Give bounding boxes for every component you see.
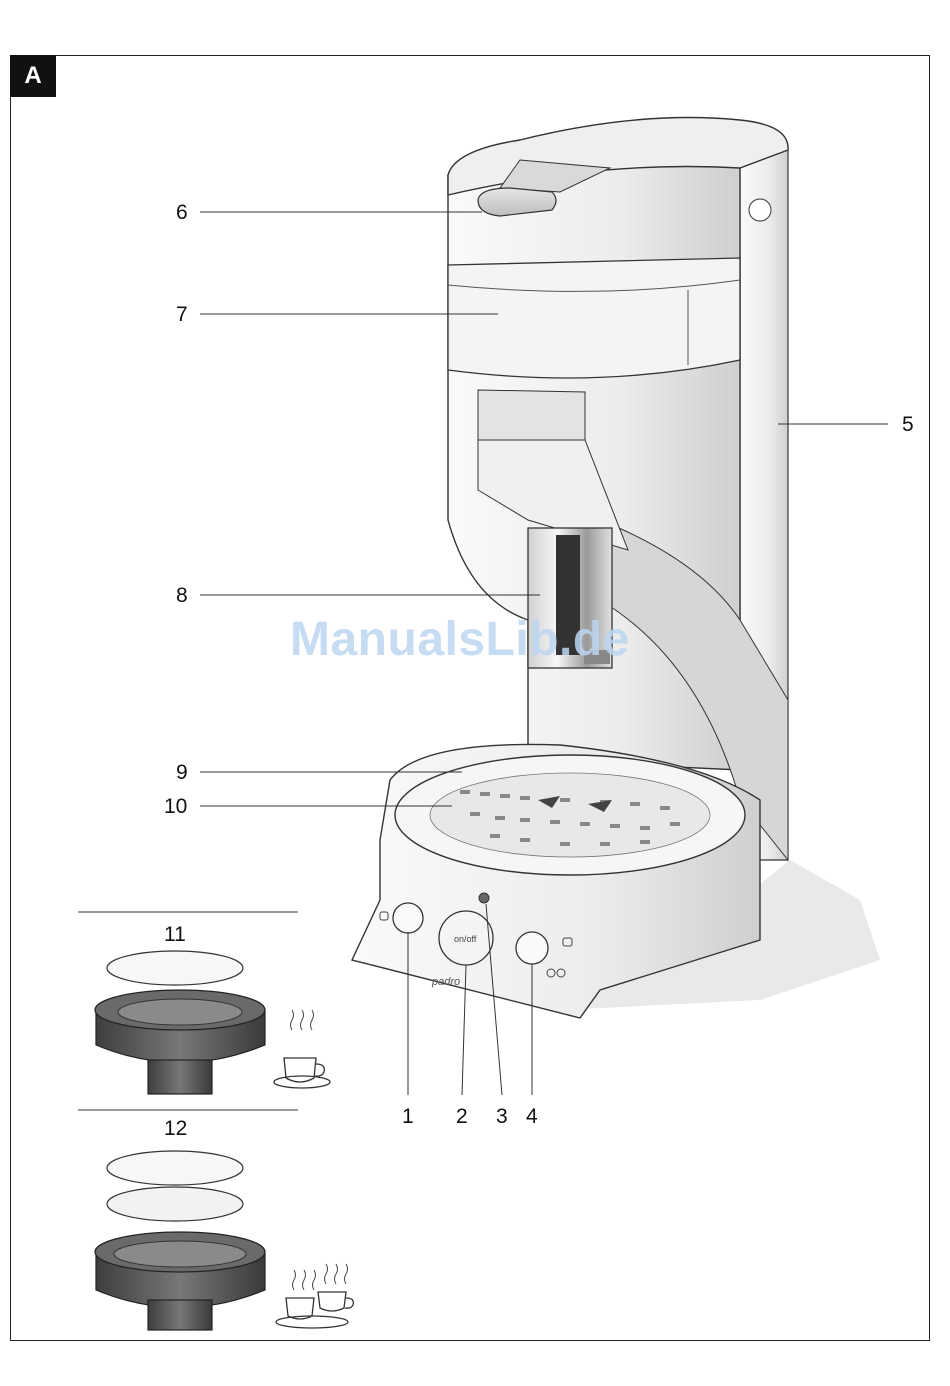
callout-7: 7 — [176, 304, 188, 325]
button-two-cups — [516, 932, 548, 964]
cup-icon — [274, 1058, 330, 1088]
brand-label: padro — [431, 976, 460, 988]
drip-grid — [430, 773, 710, 857]
steam-icon — [291, 1010, 314, 1030]
tank-knob-icon — [749, 199, 771, 221]
watermark: ManualsLib.de — [290, 612, 630, 667]
on-off-label: on/off — [454, 934, 477, 944]
callout-6: 6 — [176, 202, 188, 223]
callout-1: 1 — [402, 1106, 414, 1127]
brew-chamber — [448, 258, 740, 378]
callout-5: 5 — [902, 414, 914, 435]
two-cups-icon — [276, 1292, 353, 1328]
button-one-cup — [393, 903, 423, 933]
indicator-lamp — [479, 893, 489, 903]
steam-icon — [293, 1264, 348, 1290]
callout-10: 10 — [164, 796, 187, 817]
callout-11: 11 — [164, 924, 186, 945]
callout-12: 12 — [164, 1118, 187, 1139]
pad-holder-two-cups — [95, 1151, 265, 1330]
callout-3: 3 — [496, 1106, 508, 1127]
callout-8: 8 — [176, 585, 188, 606]
callout-2: 2 — [456, 1106, 468, 1127]
callout-9: 9 — [176, 762, 188, 783]
pad-holder-one-cup — [95, 951, 265, 1094]
callout-4: 4 — [526, 1106, 538, 1127]
chamber-opening — [478, 390, 585, 440]
